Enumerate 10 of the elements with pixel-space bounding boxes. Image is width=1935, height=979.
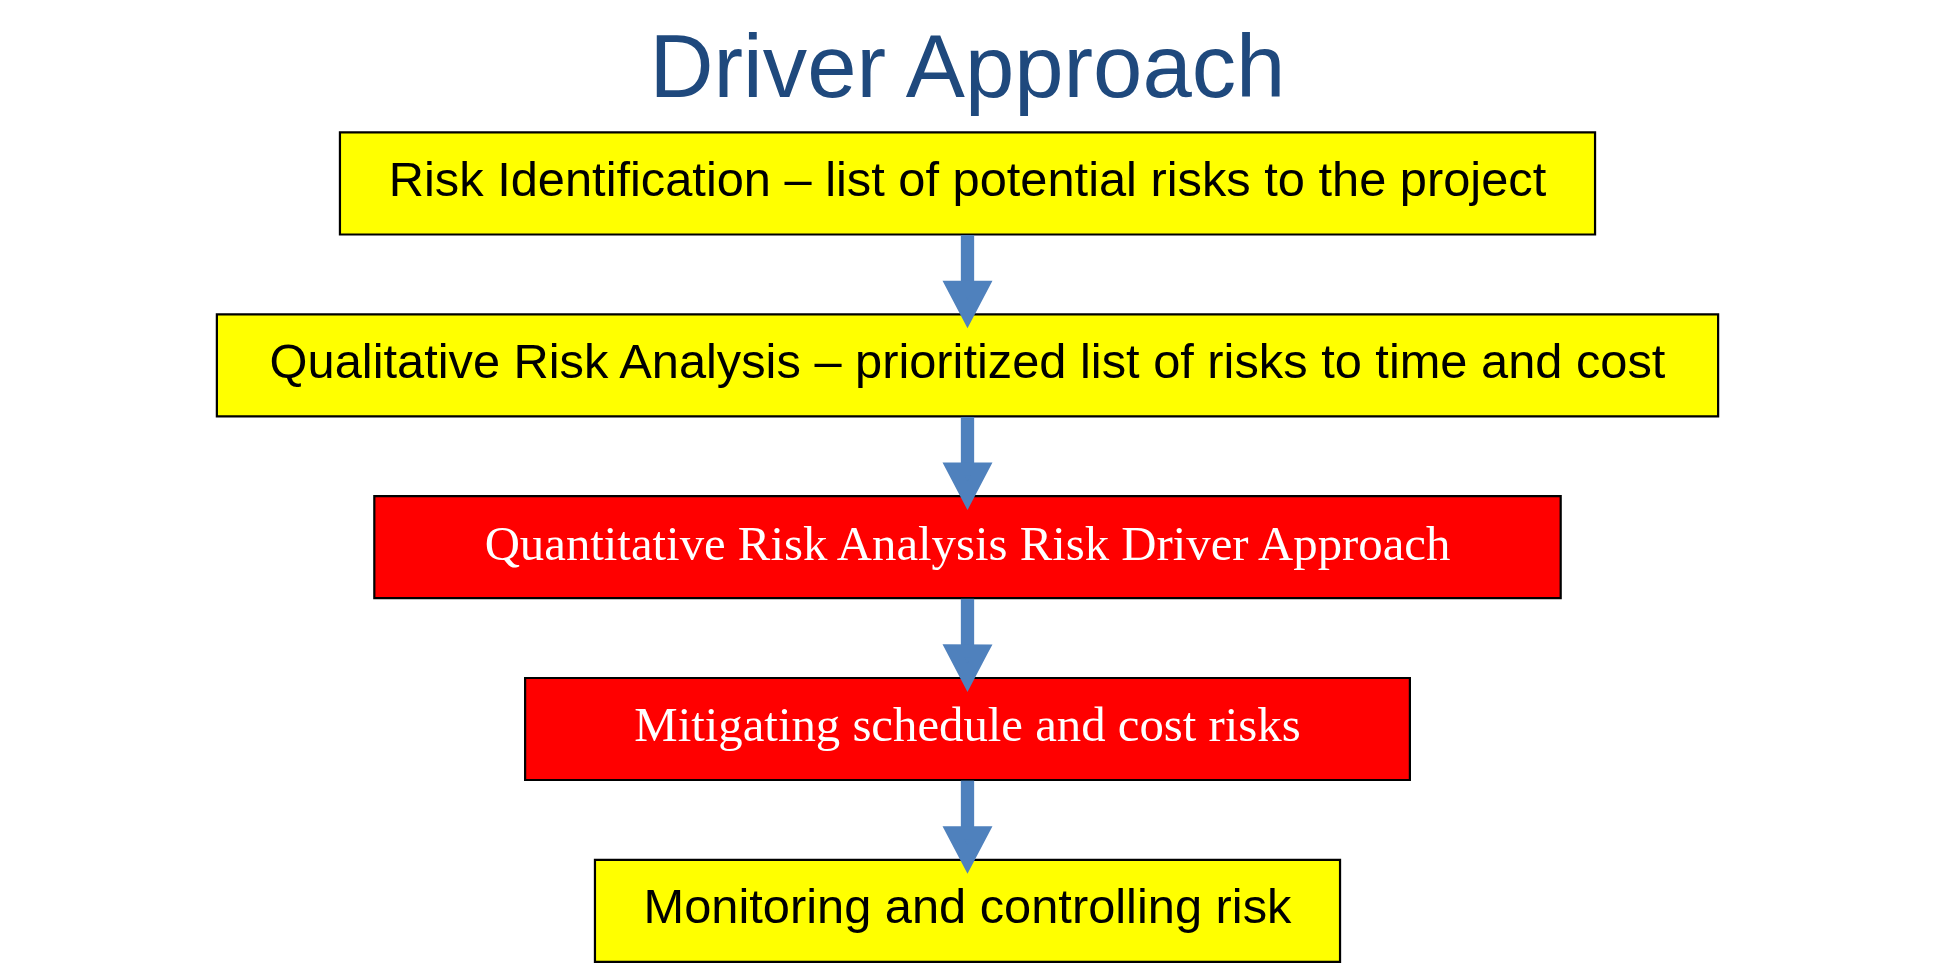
arrow <box>942 235 993 329</box>
arrow <box>942 416 993 511</box>
node-box: Risk Identification – list of potential risks to the project <box>338 131 1597 236</box>
diagram-title: Driver Approach <box>649 17 1286 116</box>
node-box: Qualitative Risk Analysis – prioritized list of risks to time and cost <box>215 313 1720 418</box>
arrow <box>942 780 993 874</box>
arrow <box>942 598 993 692</box>
node-box: Quantitative Risk Analysis Risk Driver Approach <box>373 495 1562 600</box>
node-box: Mitigating schedule and cost risks <box>524 676 1411 782</box>
node-box: Monitoring and controlling risk <box>593 858 1342 963</box>
